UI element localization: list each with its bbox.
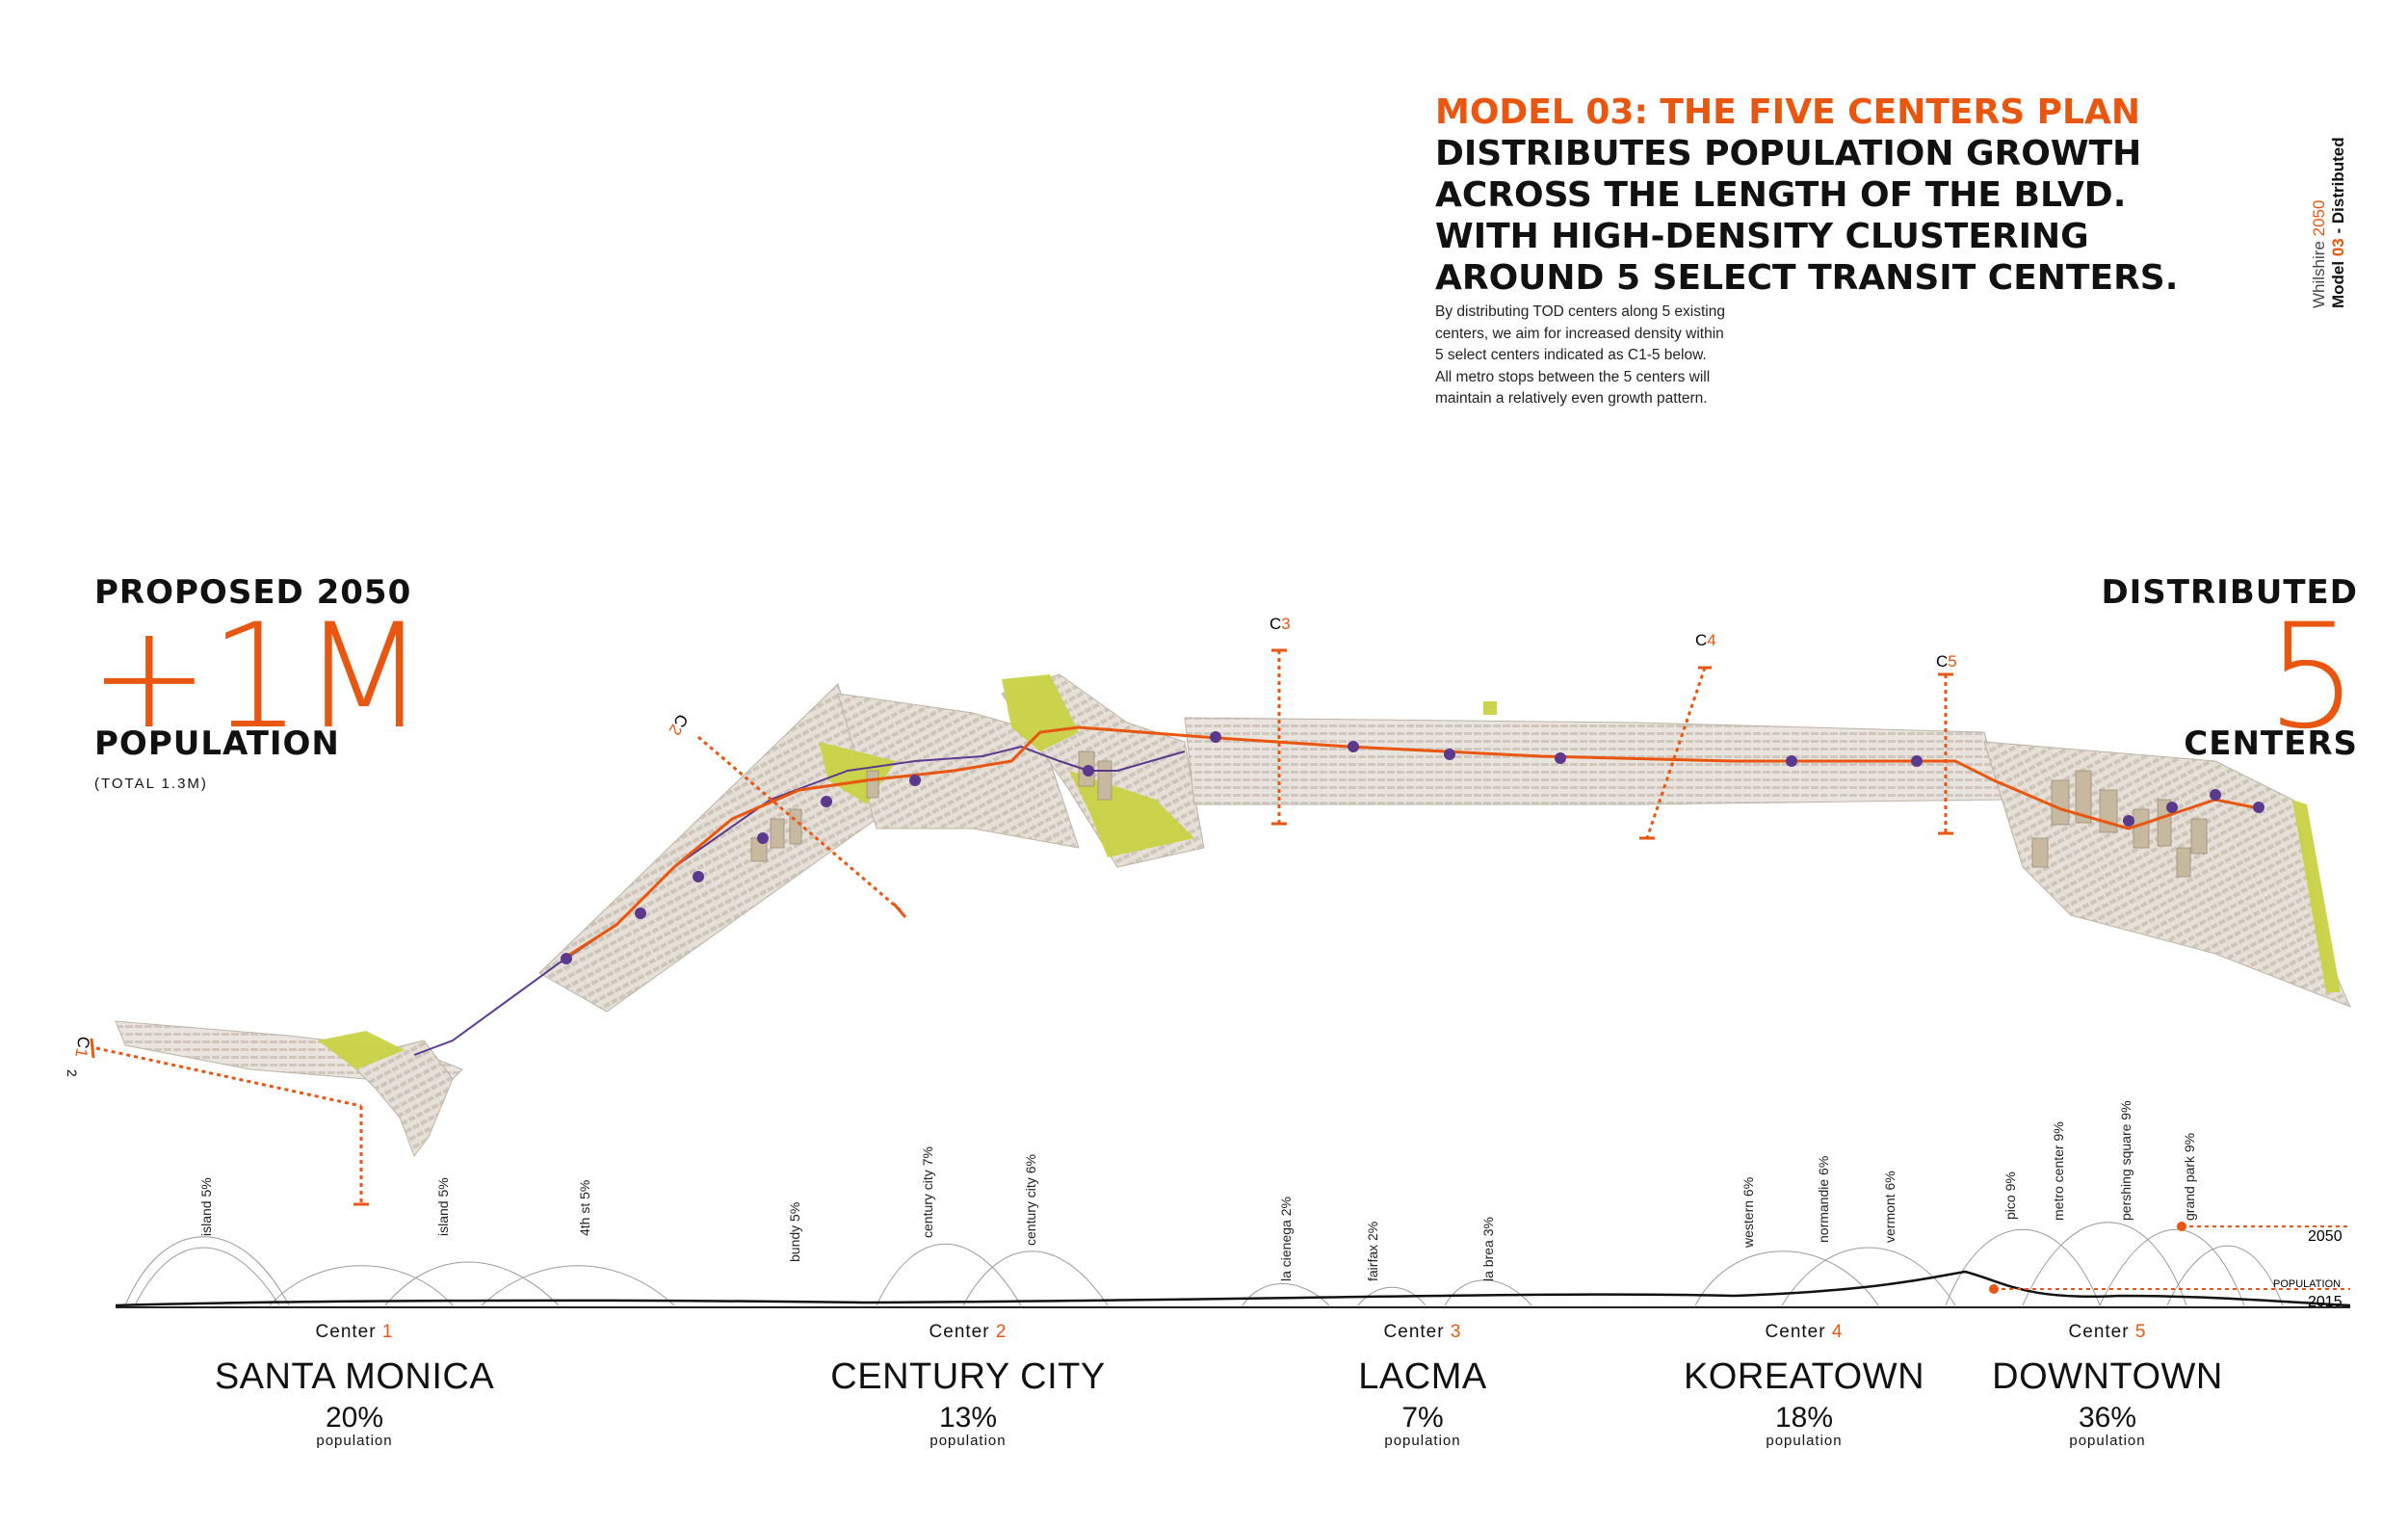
center-label: Center 2	[929, 1322, 1008, 1342]
center-sub: population	[929, 1433, 1007, 1449]
station-label: grand park 9%	[2182, 1133, 2197, 1221]
station-label: pershing square 9%	[2118, 1100, 2133, 1221]
marker-2050-dot	[2177, 1222, 2186, 1231]
section-markers	[95, 650, 1948, 1204]
city-fabric	[115, 673, 2351, 1158]
profile-2015-line	[115, 1270, 2351, 1307]
headline-line: WITH HIGH-DENSITY CLUSTERING	[1435, 217, 2089, 256]
description: By distributing TOD centers along 5 exis…	[1435, 302, 1840, 410]
proposed-label: PROPOSED 2050	[94, 573, 412, 612]
marker-population-dot	[1989, 1284, 1999, 1294]
marker-c5: C5	[1936, 652, 1957, 671]
center-name: CENTURY CITY	[830, 1356, 1106, 1397]
center-percent: 36%	[2078, 1402, 2137, 1434]
center-percent: 13%	[938, 1402, 998, 1434]
center-koreatown: Center 4 KOREATOWN 18% population	[1640, 1322, 1968, 1449]
marker-c4: C4	[1695, 631, 1716, 649]
center-percent: 20%	[325, 1402, 384, 1434]
station-label: vermont 6%	[1882, 1171, 1898, 1243]
center-name: DOWNTOWN	[1992, 1356, 2223, 1397]
label-2050: 2050	[2308, 1228, 2343, 1245]
description-line: All metro stops between the 5 centers wi…	[1435, 368, 1711, 385]
center-percent: 18%	[1774, 1402, 1834, 1434]
total-note: (TOTAL 1.3M)	[94, 776, 208, 792]
population-label: POPULATION	[94, 724, 340, 763]
center-century-city: Center 2 CENTURY CITY 13% population	[804, 1322, 1132, 1449]
station-label: pico 9%	[2002, 1172, 2018, 1220]
center-label: Center 4	[1765, 1322, 1844, 1342]
station-label: century city 6%	[1023, 1154, 1038, 1246]
metro-stops	[561, 731, 2264, 964]
label-2015: 2015	[2308, 1294, 2343, 1310]
marker-c1: C1	[71, 1035, 92, 1059]
description-line: maintain a relatively even growth patter…	[1435, 390, 1708, 407]
center-name: SANTA MONICA	[214, 1356, 495, 1397]
center-santa-monica: Center 1 SANTA MONICA 20% population	[191, 1322, 518, 1449]
marker-c3: C3	[1269, 615, 1291, 633]
center-downtown: Center 5 DOWNTOWN 36% population	[1944, 1322, 2271, 1449]
center-name: KOREATOWN	[1683, 1356, 1925, 1397]
center-label: Center 1	[315, 1322, 394, 1342]
population-profile	[124, 1222, 2284, 1306]
center-sub: population	[2069, 1433, 2146, 1449]
center-percent: 7%	[1401, 1402, 1444, 1434]
center-name: LACMA	[1358, 1356, 1487, 1397]
station-label: la cienega 2%	[1278, 1197, 1294, 1281]
marker-c2: C2	[666, 711, 692, 738]
station-label: normandie 6%	[1816, 1156, 1831, 1243]
station-label: western 6%	[1741, 1177, 1756, 1249]
center-lacma: Center 3 LACMA 7% population	[1259, 1322, 1586, 1449]
center-label: Center 3	[1383, 1322, 1462, 1342]
center-sub: population	[1384, 1433, 1461, 1449]
label-population: POPULATION	[2273, 1278, 2341, 1290]
station-label: la brea 3%	[1480, 1217, 1496, 1281]
headline-line: AROUND 5 SELECT TRANSIT CENTERS.	[1435, 258, 2179, 298]
centers-number: 5	[2265, 593, 2358, 761]
headline-line: DISTRIBUTES POPULATION GROWTH	[1435, 134, 2142, 173]
center-label: Center 5	[2068, 1322, 2147, 1342]
station-label: fairfax 2%	[1365, 1222, 1380, 1281]
station-label: island 5%	[198, 1177, 214, 1236]
headline-title: MODEL 03: THE FIVE CENTERS PLAN	[1435, 92, 2140, 132]
section-marker-caps	[90, 648, 1953, 1206]
station-label: 4th st 5%	[577, 1180, 592, 1236]
description-line: 5 select centers indicated as C1-5 below…	[1435, 347, 1707, 363]
station-label: metro center 9%	[2051, 1121, 2066, 1221]
description-line: centers, we aim for increased density wi…	[1435, 325, 1724, 342]
marker-c1-extra: 2	[65, 1069, 80, 1077]
headline: MODEL 03: THE FIVE CENTERS PLAN DISTRIBU…	[1435, 92, 2225, 299]
center-sub: population	[1766, 1433, 1843, 1449]
station-label: island 5%	[435, 1177, 451, 1236]
center-sub: population	[316, 1433, 393, 1449]
headline-line: ACROSS THE LENGTH OF THE BLVD.	[1435, 175, 2127, 215]
station-labels: island 5% island 5% 4th st 5% bundy 5% c…	[198, 1100, 2197, 1281]
description-line: By distributing TOD centers along 5 exis…	[1435, 303, 1725, 320]
buildings	[750, 750, 2208, 878]
population-number: +1M	[89, 593, 427, 761]
station-label: century city 7%	[920, 1146, 935, 1238]
distributed-label: DISTRIBUTED	[2101, 573, 2358, 612]
station-label: bundy 5%	[787, 1202, 802, 1262]
metro-line-orange	[563, 725, 2264, 961]
centers-label: CENTERS	[2184, 724, 2358, 763]
